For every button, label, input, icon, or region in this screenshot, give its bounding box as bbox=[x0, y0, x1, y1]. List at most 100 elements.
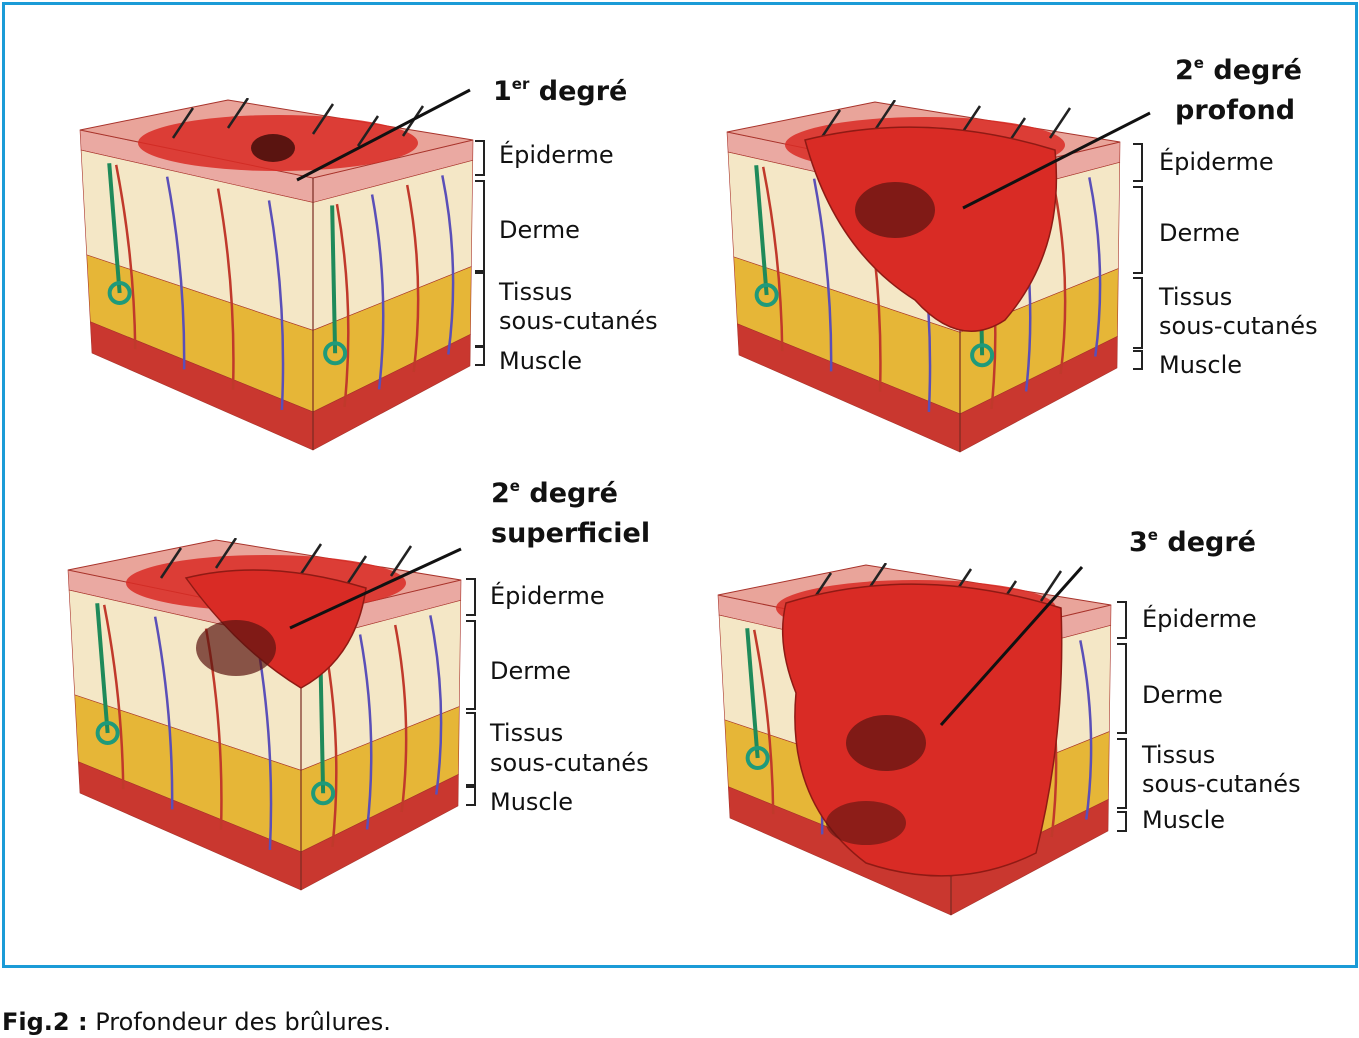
burn-wound bbox=[804, 126, 1058, 332]
bracket-derme bbox=[466, 620, 476, 710]
title-line2: superficiel bbox=[491, 518, 651, 549]
caption-text: Profondeur des brûlures. bbox=[87, 1008, 391, 1036]
label-sous-cutanes: sous-cutanés bbox=[490, 749, 649, 777]
right-face-blood-vessel bbox=[429, 615, 443, 795]
right-face-blood-vessel bbox=[323, 643, 338, 848]
bracket-tissus bbox=[466, 712, 476, 786]
bracket-muscle bbox=[1133, 350, 1143, 370]
burn-blister bbox=[251, 134, 295, 162]
hair bbox=[1048, 107, 1072, 139]
label-sous-cutanes: sous-cutanés bbox=[499, 307, 658, 335]
bracket-derme bbox=[475, 180, 485, 272]
label-epiderme: Épiderme bbox=[499, 141, 614, 169]
bracket-epiderme bbox=[1117, 601, 1127, 639]
bracket-tissus bbox=[1117, 738, 1127, 809]
label-derme: Derme bbox=[1159, 219, 1240, 247]
left-face-blood-vessel bbox=[267, 200, 285, 410]
left-face-sweat-gland-coil bbox=[745, 746, 770, 771]
title-sup: er bbox=[511, 75, 530, 93]
pointer-line-first bbox=[296, 88, 471, 182]
label-derme: Derme bbox=[499, 216, 580, 244]
title-rest: degré bbox=[1203, 55, 1302, 86]
charred-tissue bbox=[855, 182, 935, 238]
skin-block-superficial-second-degree bbox=[67, 538, 462, 891]
hair bbox=[311, 103, 335, 135]
right-face-blood-vessel bbox=[405, 184, 420, 373]
right-face-sweat-gland-duct bbox=[330, 205, 338, 354]
label-tissus: Tissus bbox=[1159, 283, 1233, 311]
label-muscle: Muscle bbox=[490, 788, 574, 816]
label-tissus: Tissus bbox=[499, 278, 573, 306]
left-face-blood-vessel bbox=[153, 616, 174, 810]
left-face-blood-vessel bbox=[102, 604, 125, 790]
hair bbox=[299, 543, 323, 575]
bracket-tissus bbox=[1133, 277, 1143, 349]
hair bbox=[818, 109, 842, 141]
skin-block-deep-second-degree bbox=[726, 100, 1121, 453]
left-face-sweat-gland-coil bbox=[107, 281, 132, 306]
charred-tissue bbox=[846, 715, 926, 771]
bracket-epiderme bbox=[475, 140, 485, 176]
hair bbox=[873, 100, 897, 131]
left-face-blood-vessel bbox=[752, 629, 775, 815]
pointer-line-deep2 bbox=[962, 111, 1151, 210]
left-face-blood-vessel bbox=[761, 166, 784, 352]
left-face-blood-vessel bbox=[216, 188, 235, 390]
right-face-blood-vessel bbox=[335, 203, 350, 408]
label-tissus: Tissus bbox=[1142, 741, 1216, 769]
label-muscle: Muscle bbox=[1159, 351, 1243, 379]
right-face-blood-vessel bbox=[358, 634, 373, 830]
hair bbox=[214, 538, 238, 569]
title-rest: degré bbox=[519, 478, 618, 509]
label-tissus: Tissus bbox=[490, 719, 564, 747]
hair bbox=[226, 98, 250, 129]
right-face-blood-vessel bbox=[441, 175, 455, 355]
charred-tissue bbox=[196, 620, 276, 676]
hair bbox=[344, 555, 368, 587]
hair bbox=[159, 547, 183, 579]
right-face-blood-vessel bbox=[370, 194, 385, 390]
bracket-muscle bbox=[466, 786, 476, 806]
right-face-blood-vessel bbox=[393, 624, 408, 813]
left-face-sweat-gland-duct bbox=[745, 628, 760, 759]
title-sup: e bbox=[1193, 54, 1204, 72]
hair bbox=[171, 107, 195, 139]
title-sup: e bbox=[509, 477, 520, 495]
pointer-line-sup2 bbox=[289, 547, 462, 630]
left-face-sweat-gland-duct bbox=[95, 603, 110, 734]
right-face-sweat-gland-coil bbox=[323, 341, 348, 366]
label-epiderme: Épiderme bbox=[490, 582, 605, 610]
right-face-sweat-gland-coil bbox=[311, 781, 336, 806]
right-face-blood-vessel bbox=[1079, 640, 1093, 820]
title-third-degree: 3e degré bbox=[1129, 515, 1256, 563]
hair bbox=[1039, 570, 1063, 602]
bracket-epiderme bbox=[466, 578, 476, 616]
left-face-blood-vessel bbox=[114, 164, 137, 350]
title-num: 1 bbox=[493, 76, 512, 107]
bracket-muscle bbox=[475, 346, 485, 366]
label-muscle: Muscle bbox=[499, 347, 583, 375]
label-epiderme: Épiderme bbox=[1142, 605, 1257, 633]
bracket-muscle bbox=[1117, 811, 1127, 832]
left-face-sweat-gland-coil bbox=[95, 721, 120, 746]
title-superficial-second-degree: 2e degré superficiel bbox=[491, 466, 650, 554]
title-sup: e bbox=[1147, 526, 1158, 544]
bracket-derme bbox=[1133, 186, 1143, 274]
right-face-sweat-gland-coil bbox=[970, 343, 995, 368]
title-num: 3 bbox=[1129, 527, 1148, 558]
title-rest: degré bbox=[1157, 527, 1256, 558]
bracket-tissus bbox=[475, 272, 485, 347]
label-sous-cutanes: sous-cutanés bbox=[1142, 770, 1301, 798]
title-rest: degré bbox=[529, 76, 628, 107]
left-face-sweat-gland-duct bbox=[107, 163, 122, 294]
figure-caption: Fig.2 : Profondeur des brûlures. bbox=[2, 1008, 391, 1036]
hair bbox=[356, 115, 380, 147]
label-sous-cutanes: sous-cutanés bbox=[1159, 312, 1318, 340]
title-num: 2 bbox=[1175, 55, 1194, 86]
title-num: 2 bbox=[491, 478, 510, 509]
skin-block-first-degree bbox=[79, 98, 474, 451]
left-face-blood-vessel bbox=[165, 176, 186, 370]
